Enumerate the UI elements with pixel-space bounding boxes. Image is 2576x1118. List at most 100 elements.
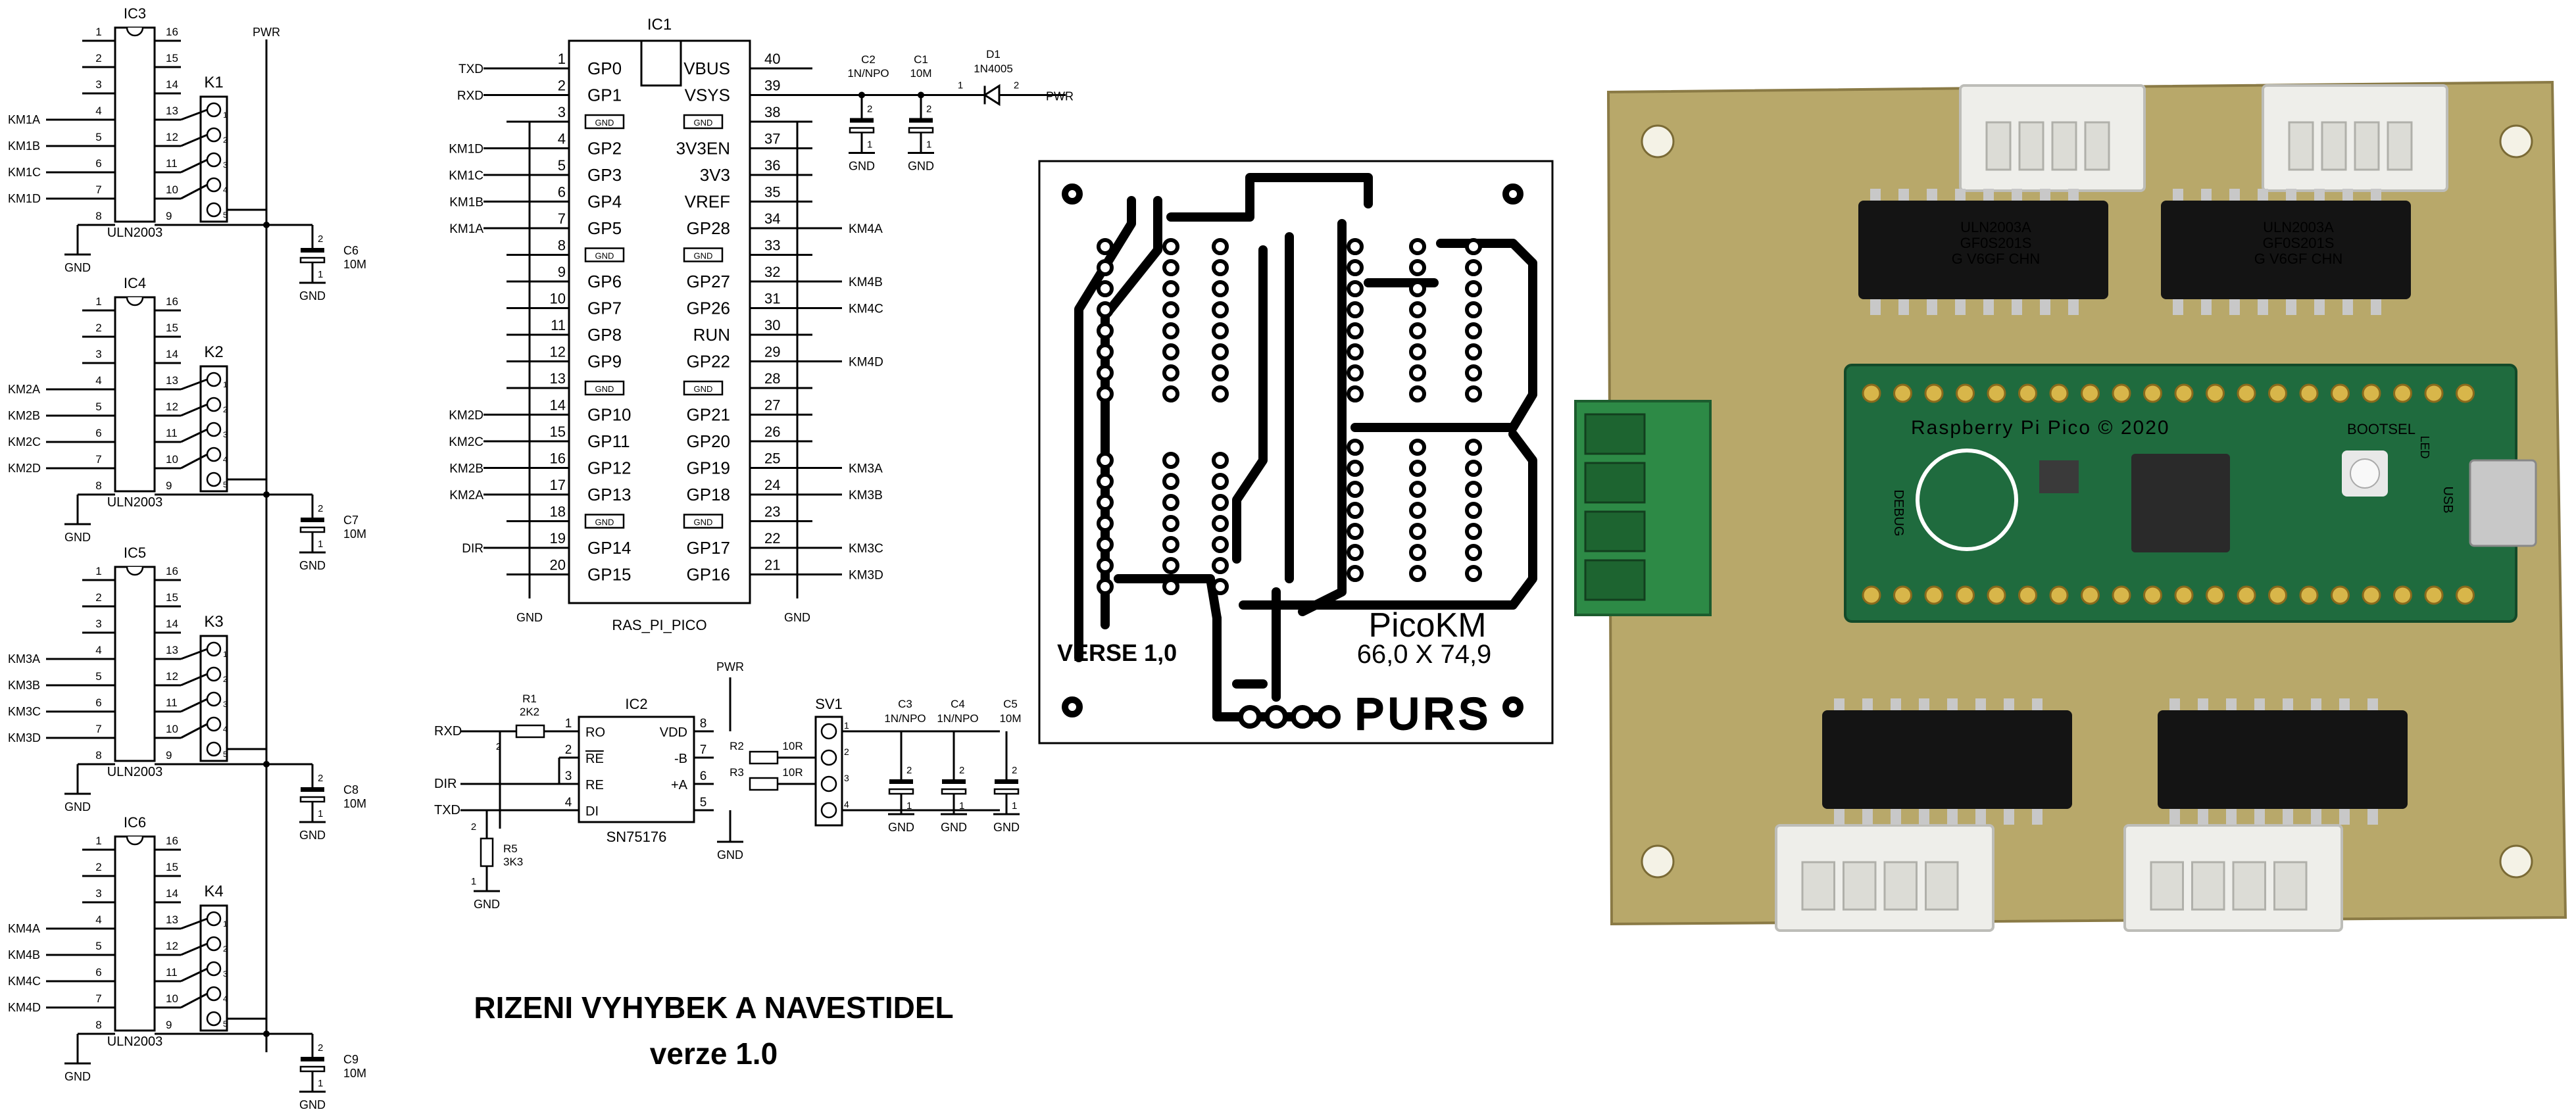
pin-number: 16 [166,26,178,38]
pin-number: 24 [764,477,780,493]
pcb-pad [1409,322,1426,339]
cap-ref: C5 [1003,698,1018,710]
ic-body [114,26,156,223]
output-wire [180,917,208,930]
pcb-pad [1409,439,1426,456]
cap-plate [301,1057,324,1061]
net-label: KM1D [8,192,41,205]
connector-body [199,904,228,1032]
connector-pad [1291,705,1314,729]
pcb-pad [1097,280,1114,297]
pin-number: 15 [166,861,178,873]
pin-number: 12 [166,940,178,952]
output-wire [180,403,208,417]
net-label: KM2A [449,489,483,502]
connector-cavity [1801,861,1835,911]
pcb-pad [1465,544,1482,561]
pico-castellation [1862,383,1881,403]
ic-body [578,716,695,823]
pin-number: 14 [166,618,178,630]
ic-body [568,39,751,604]
pin-number: 6 [558,184,566,201]
pin-number: 8 [700,717,707,731]
connector-pin [206,472,222,487]
connector-pin [206,741,222,757]
cap-plate-polar [941,788,967,795]
pico-castellation [2143,585,2162,605]
net-label: KM1C [449,169,483,183]
pcb-pad [1465,502,1482,519]
pcb-pad [1347,364,1364,381]
cap-ref: C9 [343,1053,359,1066]
pin-name: DI [585,804,599,819]
net-label: KM4B [849,276,883,289]
pin-number: 7 [95,992,101,1005]
pin-number: 2 [95,591,101,604]
pcb-pad [1162,238,1179,255]
pcb-pad [1347,439,1364,456]
pin-number: 31 [764,291,780,307]
resistor-body [515,724,545,739]
pin-number: 14 [166,78,178,91]
pin-name: GP17 [687,538,731,558]
cap-pin: 2 [867,104,872,115]
pin-number: 33 [764,237,780,254]
connector-cavity [1843,861,1877,911]
chip-pin [2012,189,2022,201]
pcb-pad [1212,385,1229,402]
pin-number: 6 [95,696,101,709]
pin-name: GP22 [687,352,731,372]
connector-pin [206,936,222,952]
pin-name: +A [671,778,688,792]
pin-name: GP4 [587,192,622,212]
resistor-ref: R1 [522,693,537,705]
net-label: KM2B [449,462,483,476]
pin-name: GP26 [687,299,731,318]
connector-cavity [2051,121,2077,171]
chip-ic5 [1822,710,2072,809]
usb-port [2469,459,2537,547]
pin-name: GND [694,118,713,128]
pico-bootsel-label: BOOTSEL [2347,421,2415,437]
mounting-hole [2499,124,2533,158]
pcb-pad [1465,322,1482,339]
gnd-pin-box [584,114,625,130]
cap-ref: C2 [861,53,876,66]
pin-number: 5 [95,670,101,683]
pcb-pad [1097,557,1114,574]
pcb-pad [1465,439,1482,456]
pin-number: 12 [550,344,566,360]
pin-number: 3 [95,618,101,630]
pin-number: 16 [166,835,178,847]
chip-pin [1955,189,1966,201]
pin-number: 9 [166,210,172,222]
pico-castellation [2112,585,2131,605]
net-label: KM2C [8,435,41,449]
pin-number: 1 [95,26,101,38]
pico-castellation [2456,383,2475,403]
connector-cavity [2273,861,2308,911]
connector-pin [206,691,222,707]
pcb-pad [1097,238,1114,255]
pcb-pad [1347,385,1364,402]
cap-plate [909,118,933,123]
pin-name: 3V3EN [676,139,730,158]
pin-number: 4 [95,105,101,117]
pcb-pad [1097,578,1114,595]
ic-notch [126,297,144,306]
pcb-pad [1162,557,1179,574]
chip-pin [1927,299,1937,315]
pcb-pad [1465,565,1482,582]
pin-name: GP28 [687,218,731,238]
pico-castellation [2206,585,2225,605]
pin-name: RUN [693,325,730,345]
cap-plate-polar [888,788,914,795]
resistor-value: 10R [782,740,803,752]
connector-pin [820,749,837,766]
pin-number: 12 [166,670,178,683]
cap-pin: 1 [959,800,964,812]
chip-pin [1983,299,1994,315]
pcb-pad [1097,322,1114,339]
pcb-pad [1162,385,1179,402]
